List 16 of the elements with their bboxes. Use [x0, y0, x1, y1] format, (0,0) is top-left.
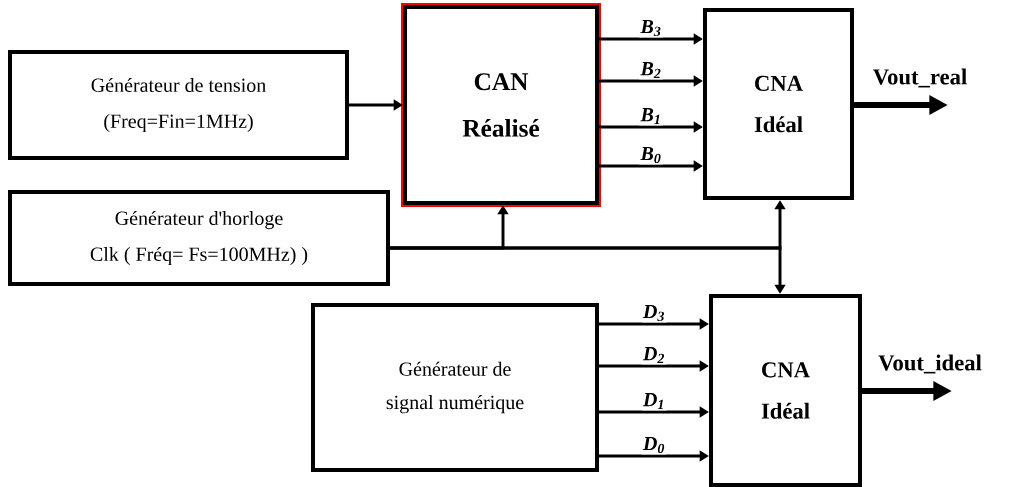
block-box: CNA Idéal — [703, 8, 854, 200]
bit-label: D$_{2}$ — [641, 345, 667, 365]
block-box: Générateur de signal numérique — [311, 303, 599, 472]
bit-label: B$_{1}$ — [639, 106, 663, 126]
block-box: CNA Idéal — [709, 294, 862, 487]
bit-label: D$_{1}$ — [641, 391, 667, 411]
output-label: Vout_real — [873, 68, 967, 88]
bit-label: D$_{3}$ — [641, 303, 667, 323]
bit-label: B$_{0}$ — [639, 145, 663, 165]
block-box: Générateur d'horloge Clk ( Fréq= Fs=100MHz) ) — [8, 190, 390, 286]
block-box: Générateur de tension (Freq=Fin=1MHz) — [8, 50, 349, 160]
output-label: Vout_ideal — [878, 354, 982, 374]
bit-label: D$_{0}$ — [641, 435, 667, 455]
bit-label: B$_{2}$ — [639, 60, 663, 80]
bit-label: B$_{3}$ — [639, 18, 663, 38]
block-box: CAN Réalisé — [401, 3, 601, 207]
